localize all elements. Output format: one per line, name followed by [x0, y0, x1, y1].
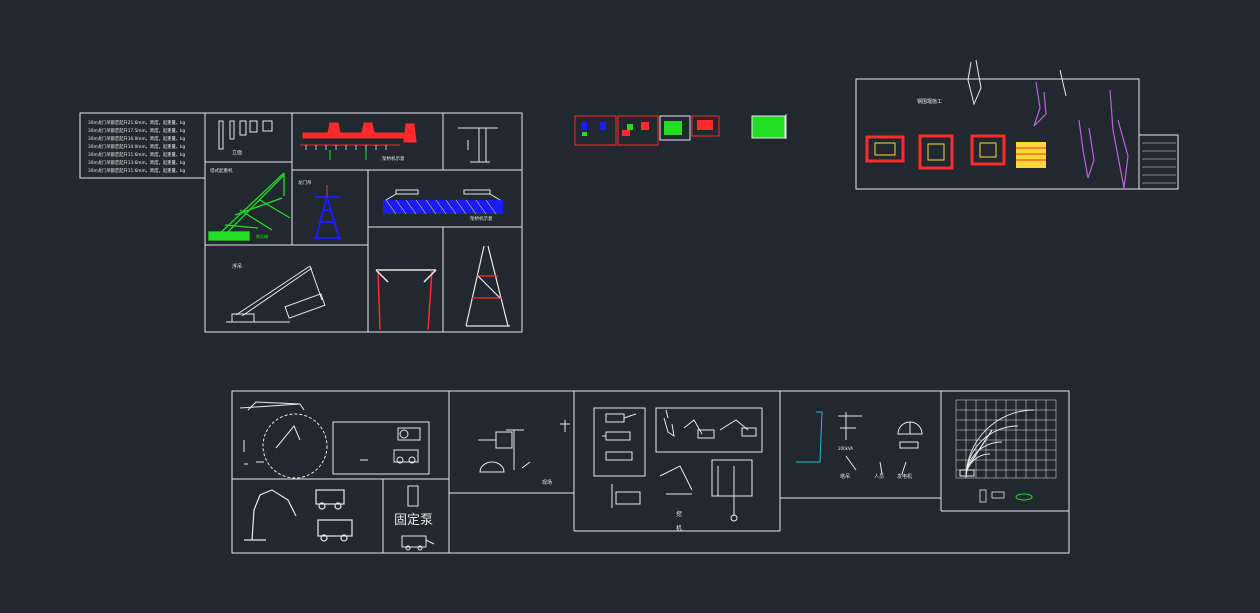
spec-row: 30m龙门吊额定起升11.6mm，跨度，起重量，kg — [88, 151, 186, 158]
a-frame-crane — [465, 245, 510, 327]
green-crawler-crane: 塔式起重机 钢丝绳 — [208, 167, 291, 241]
cofferdam-plans — [865, 134, 1046, 170]
spec-row: 30m龙门吊额定起升11.6mm，跨度，起重量，kg — [88, 167, 186, 174]
red-girder-drawing: 架桥机示意 — [300, 122, 417, 162]
spec-row: 30m龙门吊额定起升13.6mm，跨度，起重量，kg — [88, 159, 186, 166]
misc-label-b: 人员 — [874, 474, 884, 480]
right-panel-title: 钢围堰施工 — [917, 98, 942, 105]
gantry-label: 龙门吊 — [298, 179, 312, 186]
load-chart — [955, 399, 1057, 503]
misc-label-a: 塔吊 — [840, 473, 850, 480]
svg-text:200kVA: 200kVA — [838, 446, 853, 451]
magenta-elevations — [1033, 81, 1129, 189]
column-label: 立面 — [232, 149, 242, 156]
tower-crane-plan — [239, 401, 430, 479]
white-elevation-top — [967, 59, 1067, 106]
site-symbols-a: 现场 — [478, 420, 570, 486]
pump-truck — [244, 489, 353, 542]
spec-table: 30m龙门吊额定起升21.6mm，跨度，起重量，kg 30m龙门吊额定起升17.… — [88, 119, 186, 174]
spec-row: 30m龙门吊额定起升21.6mm，跨度，起重量，kg — [88, 119, 186, 126]
excavator-label-a: 挖 — [676, 510, 682, 518]
sheet-cofferdam[interactable]: 钢围堰施工 — [855, 59, 1179, 190]
excavators: 挖 机 — [593, 407, 763, 532]
column-elevations: 立面 — [218, 120, 273, 156]
misc-label-c: 发电机 — [897, 473, 912, 480]
bridge-label: 架桥机示意 — [382, 155, 405, 162]
spec-row: 30m龙门吊额定起升14.0mm，跨度，起重量，kg — [88, 143, 186, 150]
red-gantry-frame — [375, 269, 437, 331]
spec-row: 30m龙门吊额定起升16.0mm，跨度，起重量，kg — [88, 135, 186, 142]
fixed-pump-label: 固定泵 — [394, 513, 433, 528]
svg-text:钢丝绳: 钢丝绳 — [256, 233, 268, 239]
svg-text:现场: 现场 — [542, 479, 552, 486]
tower-crane-label: 塔式起重机 — [210, 167, 233, 174]
site-symbols-b: 200kVA 塔吊 人员 发电机 — [796, 411, 923, 480]
beam-label: 架桥机示意 — [470, 215, 493, 222]
sheet-cranes[interactable]: 30m龙门吊额定起升21.6mm，跨度，起重量，kg 30m龙门吊额定起升17.… — [79, 112, 523, 333]
floating-crane-label: 浮吊 — [232, 263, 242, 270]
blue-gantry: 龙门吊 — [298, 179, 341, 239]
excavator-label-b: 机 — [676, 524, 682, 532]
fixed-pump: 固定泵 — [394, 485, 435, 551]
sheet-equipment[interactable]: 固定泵 现场 — [231, 390, 1070, 554]
blue-beam-launcher: 架桥机示意 — [383, 189, 503, 222]
floating-crane: 浮吊 — [226, 263, 326, 323]
sheet-thumbnails[interactable] — [574, 114, 787, 146]
spec-row: 30m龙门吊额定起升17.5mm，跨度，起重量，kg — [88, 127, 186, 134]
tower-crane-outline — [458, 127, 498, 163]
